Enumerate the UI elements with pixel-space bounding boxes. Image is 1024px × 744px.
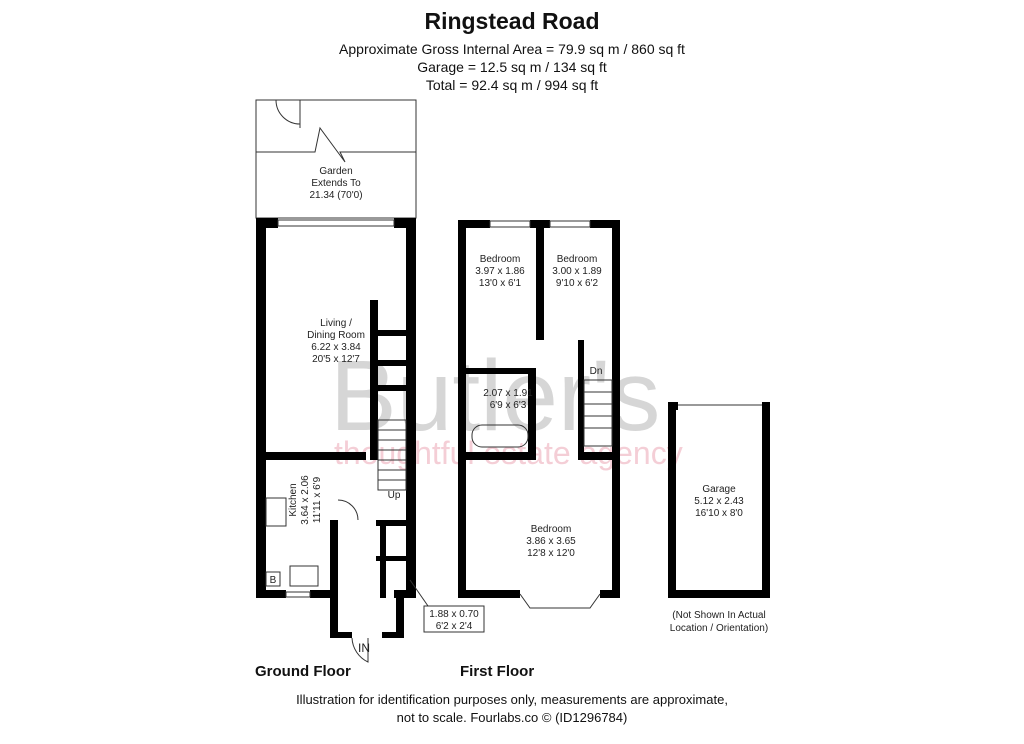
porch-metric: 1.88 x 0.70 [429,609,479,620]
kitchen-metric: 3.64 x 2.06 [300,475,311,525]
garden-label: Garden [319,166,352,177]
hob-icon [265,497,287,527]
bedroom1-label: Bedroom [480,254,521,265]
garage-imperial: 16'10 x 8'0 [695,508,743,519]
stairs-down-label: Dn [590,366,603,377]
porch-imperial: 6'2 x 2'4 [436,621,473,632]
bathroom-metric: 2.07 x 1.91 [483,388,533,399]
ground-stairs: Up [377,419,407,501]
kitchen-label: Kitchen [288,483,299,516]
garage-note-2: Location / Orientation) [670,623,768,634]
garage-plan: Garage 5.12 x 2.43 16'10 x 8'0 (Not Show… [668,402,770,634]
entrance-label: IN [358,641,370,655]
stairs-up-label: Up [388,490,401,501]
living-room-label: Living / [320,318,352,329]
ground-floor-plan: Garden Extends To 21.34 (70'0) Up L [255,99,485,663]
disclaimer-line-2: not to scale. Fourlabs.co © (ID1296784) [396,710,628,725]
bathroom-imperial: 6'9 x 6'3 [490,400,527,411]
ground-floor-label: Ground Floor [255,663,351,680]
disclaimer-line-1: Illustration for identification purposes… [296,692,728,707]
garage-note-1: (Not Shown In Actual [672,610,765,621]
bedroom2-label: Bedroom [557,254,598,265]
living-room-metric: 6.22 x 3.84 [311,342,361,353]
bedroom3-metric: 3.86 x 3.65 [526,536,576,547]
bedroom1-imperial: 13'0 x 6'1 [479,278,522,289]
garage-metric: 5.12 x 2.43 [694,496,744,507]
living-room-imperial: 20'5 x 12'7 [312,354,360,365]
first-floor-label: First Floor [460,663,535,680]
kitchen-imperial: 11'11 x 6'9 [312,476,323,523]
porch: IN 1.88 x 0.70 6'2 x 2'4 [330,579,485,663]
page-title: Ringstead Road [424,8,600,34]
garage-label: Garage [702,484,736,495]
garden-extends-label: Extends To [311,178,361,189]
bedroom2-imperial: 9'10 x 6'2 [556,278,599,289]
total-area-text: Total = 92.4 sq m / 994 sq ft [425,77,599,93]
living-room-label-2: Dining Room [307,330,365,341]
garden-dimensions: 21.34 (70'0) [309,190,362,201]
sink-icon [289,565,319,587]
bedroom3-label: Bedroom [531,524,572,535]
bedroom1-metric: 3.97 x 1.86 [475,266,525,277]
bedroom3-imperial: 12'8 x 12'0 [527,548,575,559]
watermark-brand: Butler's [330,340,660,452]
bay-window [519,593,601,609]
boiler-label: B [270,575,277,586]
garden: Garden Extends To 21.34 (70'0) [255,99,417,219]
first-floor-plan: Dn Bedroom 3.97 x 1.86 13'0 x 6'1 Bedroo… [458,220,620,609]
bath-icon [471,424,529,448]
bedroom2-metric: 3.00 x 1.89 [552,266,602,277]
garage-area-text: Garage = 12.5 sq m / 134 sq ft [417,59,607,75]
gross-area-text: Approximate Gross Internal Area = 79.9 s… [339,41,685,57]
